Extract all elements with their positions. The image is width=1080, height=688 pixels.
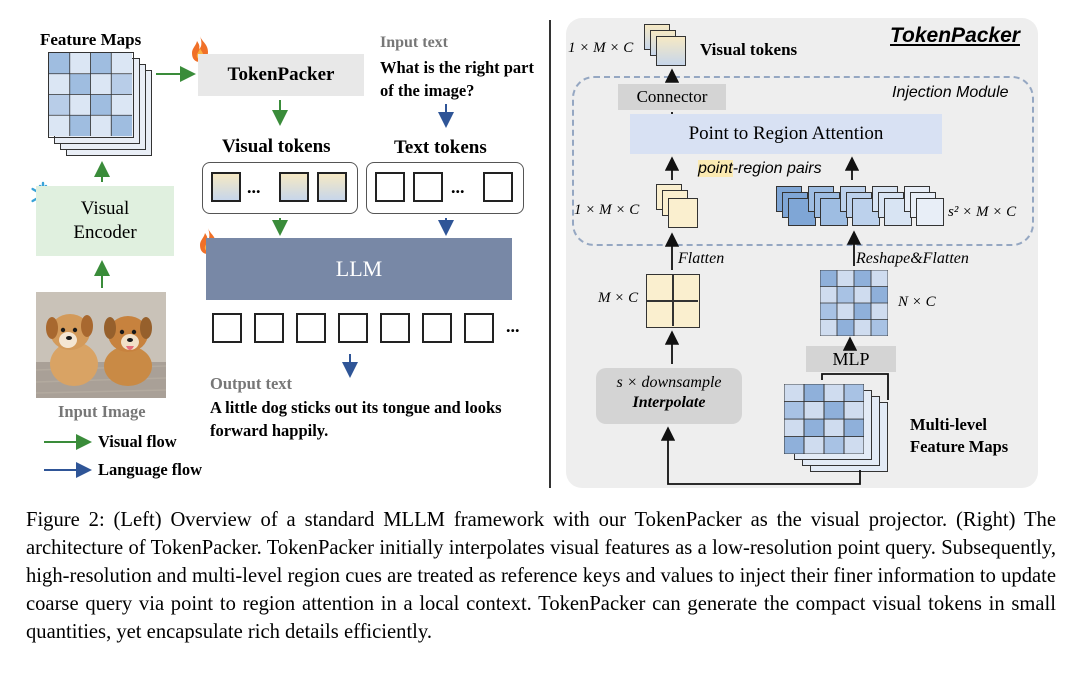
text-token xyxy=(483,172,513,202)
connector-block: Connector xyxy=(618,84,726,110)
interpolate-block: s × downsample Interpolate xyxy=(596,368,742,424)
interpolate-label: Interpolate xyxy=(632,394,706,411)
dim-region-label: s² × M × C xyxy=(948,204,1017,220)
legend-visual-flow-label: Visual flow xyxy=(98,432,177,451)
multilevel-label: Multi-level Feature Maps xyxy=(910,415,1009,456)
attention-label: Point to Region Attention xyxy=(688,123,884,144)
output-token xyxy=(422,313,452,343)
visual-tokens-group: ... xyxy=(202,162,358,214)
connector-label: Connector xyxy=(636,87,708,106)
pairs-label-point: point xyxy=(698,160,733,177)
figure-caption: Figure 2: (Left) Overview of a standard … xyxy=(26,509,1056,643)
output-token xyxy=(338,313,368,343)
right-arrows xyxy=(660,68,889,485)
region-grid xyxy=(820,270,888,336)
tokenpacker-label: TokenPacker xyxy=(227,64,335,85)
input-text-label: Input text xyxy=(380,34,449,51)
visual-encoder-label: Visual Encoder xyxy=(73,198,137,243)
visual-encoder-block: Visual Encoder xyxy=(36,186,174,256)
llm-label: LLM xyxy=(335,256,383,281)
feature-map-grid xyxy=(784,384,864,454)
visual-tokens-label: Visual tokens xyxy=(222,136,331,157)
pairs-label-rest: -region pairs xyxy=(732,160,822,177)
reshape-flatten-label: Reshape&Flatten xyxy=(856,250,969,267)
injection-module-label: Injection Module xyxy=(892,84,1009,101)
visual-tokens-output-label: Visual tokens xyxy=(700,40,798,59)
text-token xyxy=(375,172,405,202)
injection-module-border xyxy=(572,76,1034,246)
output-token xyxy=(212,313,242,343)
visual-token xyxy=(317,172,347,202)
output-token xyxy=(464,313,494,343)
dim-nc-label: N × C xyxy=(898,294,936,310)
token-layer xyxy=(656,36,686,66)
visual-token xyxy=(279,172,309,202)
input-image xyxy=(36,292,166,398)
panel-title: TokenPacker xyxy=(890,24,1020,47)
downsample-label: s × downsample xyxy=(616,374,722,391)
token-layer xyxy=(820,198,848,226)
flatten-label: Flatten xyxy=(678,250,725,267)
output-text-answer: A little dog sticks out its tongue and l… xyxy=(210,398,502,440)
llm-block: LLM xyxy=(206,238,512,300)
mlp-label: MLP xyxy=(832,349,870,369)
text-token xyxy=(413,172,443,202)
arrow-maps-to-interpolate xyxy=(660,426,861,485)
feature-maps-label: Feature Maps xyxy=(40,30,142,49)
feature-map-cells xyxy=(49,53,132,136)
line-maps-to-mlp xyxy=(821,373,889,400)
mlp-block: MLP xyxy=(806,346,896,372)
tokenpacker-block: TokenPacker xyxy=(198,54,364,96)
dim-top-label: 1 × M × C xyxy=(568,40,634,56)
text-tokens-group: ... xyxy=(366,162,524,214)
output-token xyxy=(380,313,410,343)
attention-block: Point to Region Attention xyxy=(630,114,942,154)
input-text-question: What is the right part of the image? xyxy=(380,58,534,100)
input-image-label: Input Image xyxy=(58,402,146,421)
ellipsis: ... xyxy=(247,177,261,197)
panel-divider xyxy=(549,20,551,488)
token-layer xyxy=(668,198,698,228)
ellipsis: ... xyxy=(506,316,520,336)
ellipsis: ... xyxy=(451,177,465,197)
dim-query-label: 1 × M × C xyxy=(574,202,640,218)
query-grid xyxy=(646,274,700,328)
left-arrows xyxy=(44,66,454,478)
output-token xyxy=(254,313,284,343)
legend-language-flow-label: Language flow xyxy=(98,460,203,479)
visual-token xyxy=(211,172,241,202)
feature-map-grid xyxy=(48,52,134,138)
text-tokens-label: Text tokens xyxy=(394,137,487,158)
dim-mc-label: M × C xyxy=(598,290,639,306)
pairs-label: point-region pairs xyxy=(698,160,822,178)
grid-line xyxy=(647,300,698,302)
output-token xyxy=(296,313,326,343)
token-layer xyxy=(916,198,944,226)
output-text-label: Output text xyxy=(210,374,293,393)
token-layer xyxy=(852,198,880,226)
